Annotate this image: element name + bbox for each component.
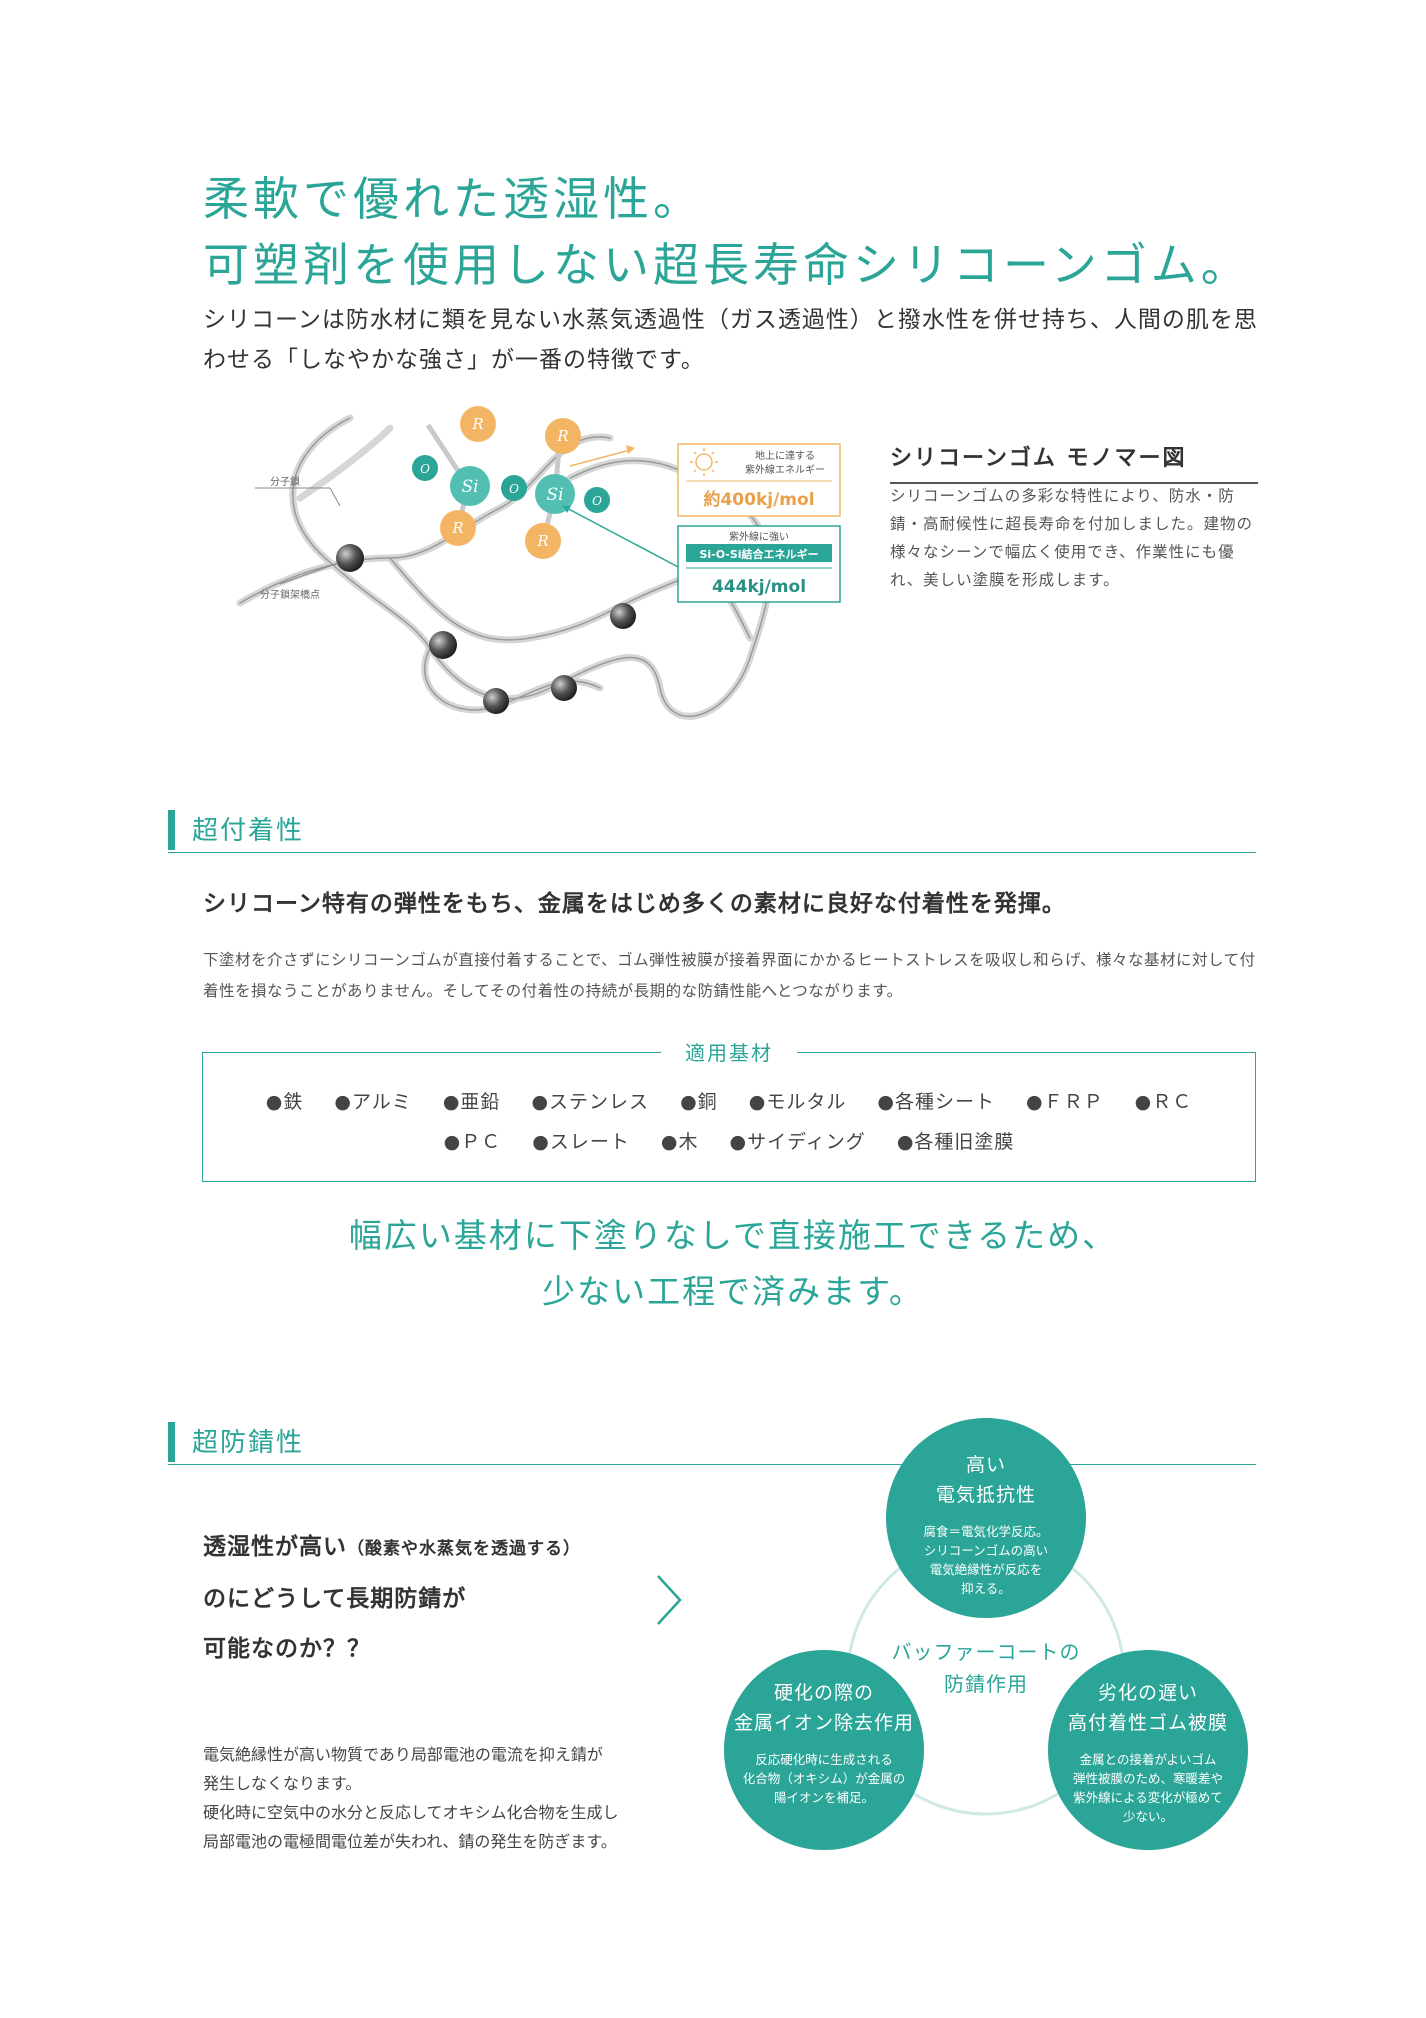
adhesion-body: 下塗材を介さずにシリコーンゴムが直接付着することで、ゴム弾性被膜が接着界面にかか… xyxy=(203,951,1256,1000)
heading-bar xyxy=(168,1422,175,1462)
chevron-right-icon xyxy=(657,1575,682,1625)
material-item: ●サイディング xyxy=(729,1131,866,1153)
metal-ion-removal-circle: 硬化の際の 金属イオン除去作用 反応硬化時に生成される 化合物（オキシム）が金属… xyxy=(724,1650,924,1850)
svg-text:R: R xyxy=(451,519,463,537)
headline-line-2: 可塑剤を使用しない超長寿命シリコーンゴム。 xyxy=(203,238,1251,292)
sun-icon xyxy=(690,448,718,476)
material-item: ●ＰＣ xyxy=(443,1131,502,1153)
bond-energy-value: 444kj/mol xyxy=(712,577,806,597)
svg-text:R: R xyxy=(536,532,548,550)
explanation-line: 硬化時に空気中の水分と反応してオキシム化合物を生成し xyxy=(203,1803,619,1822)
material-item: ●各種シート xyxy=(877,1091,995,1113)
rubber-film-circle: 劣化の遅い 高付着性ゴム被膜 金属との接着がよいゴム 弾性被膜のため、寒暖差や … xyxy=(1048,1650,1248,1850)
crosslink-label: 分子鎖架橋点 xyxy=(260,588,320,601)
material-item: ●ＦＲＰ xyxy=(1026,1091,1104,1113)
svg-text:Si: Si xyxy=(546,485,563,505)
svg-text:地上に達する: 地上に達する xyxy=(755,449,815,462)
svg-text:O: O xyxy=(592,494,602,508)
svg-text:O: O xyxy=(420,462,430,476)
svg-text:紫外線に強い: 紫外線に強い xyxy=(729,530,789,543)
question-line-1: 透湿性が高い xyxy=(203,1534,347,1560)
materials-title: 適用基材 xyxy=(661,1037,797,1066)
svg-text:R: R xyxy=(471,415,483,433)
question-line-2: のにどうして長期防錆が xyxy=(203,1586,467,1612)
section-heading-rust: 超防錆性 xyxy=(168,1418,1256,1465)
svg-text:紫外線エネルギー: 紫外線エネルギー xyxy=(745,463,825,476)
section-title: 超付着性 xyxy=(192,816,305,846)
emphasis-line-1: 幅広い基材に下塗りなしで直接施工できるため、 xyxy=(348,1216,1118,1255)
material-item: ●ＲＣ xyxy=(1134,1091,1193,1113)
question-line-3: 可能なのか？？ xyxy=(203,1636,371,1662)
svg-text:R: R xyxy=(556,427,568,445)
material-item: ●モルタル xyxy=(748,1091,847,1113)
headline-line-1: 柔軟で優れた透湿性。 xyxy=(203,172,703,226)
bond-energy-box xyxy=(677,525,841,603)
explanation-line: 電気絶縁性が高い物質であり局部電池の電流を抑え錆が xyxy=(203,1745,603,1764)
chain-label: 分子鎖 xyxy=(270,475,300,488)
high-resistance-circle: 高い 電気抵抗性 腐食＝電気化学反応。 シリコーンゴムの高い 電気絶縁性が反応を… xyxy=(886,1418,1086,1618)
adhesion-emphasis: 幅広い基材に下塗りなしで直接施工できるため、 少ない工程で済みます。 xyxy=(203,1208,1263,1320)
emphasis-line-2: 少ない工程で済みます。 xyxy=(542,1272,924,1311)
svg-text:O: O xyxy=(509,482,519,496)
materials-row-2: ●ＰＣ ●スレート ●木 ●サイディング ●各種旧塗膜 xyxy=(203,1127,1255,1154)
explanation-line: 局部電池の電極間電位差が失われ、錆の発生を防ぎます。 xyxy=(203,1832,617,1851)
material-item: ●木 xyxy=(660,1131,699,1153)
material-item: ●スレート xyxy=(532,1131,630,1153)
svg-text:Si-O-Si結合エネルギー: Si-O-Si結合エネルギー xyxy=(699,547,818,561)
page-headline: 柔軟で優れた透湿性。 可塑剤を使用しない超長寿命シリコーンゴム。 xyxy=(203,166,1251,298)
crosslink-points xyxy=(336,544,636,714)
material-item: ●鉄 xyxy=(265,1091,304,1113)
uv-energy-box xyxy=(677,443,841,517)
question-sub: （酸素や水蒸気を透過する） xyxy=(347,1539,581,1559)
materials-row-1: ●鉄 ●アルミ ●亜鉛 ●ステンレス ●銅 ●モルタル ●各種シート ●ＦＲＰ … xyxy=(203,1087,1255,1114)
explanation-line: 発生しなくなります。 xyxy=(203,1774,362,1793)
section-title: 超防錆性 xyxy=(192,1428,305,1458)
silicone-monomer-diagram: 分子鎖 分子鎖架橋点 R R R R O Si O Si O 地上に達する 紫外… xyxy=(236,406,841,720)
uv-energy-value: 約400kj/mol xyxy=(703,489,814,510)
si-o-backbone: O Si O Si O xyxy=(412,455,610,514)
center-label: バッファーコートの 防錆作用 xyxy=(891,1640,1081,1696)
r-atoms: R R R R xyxy=(440,406,581,559)
rust-explanation: 電気絶縁性が高い物質であり局部電池の電流を抑え錆が 発生しなくなります。 硬化時… xyxy=(203,1740,683,1856)
buffer-coat-diagram: バッファーコートの 防錆作用 高い 電気抵抗性 腐食＝電気化学反応。 シリコーン… xyxy=(700,1418,1260,1878)
material-item: ●アルミ xyxy=(334,1091,412,1113)
material-item: ●銅 xyxy=(680,1091,718,1113)
material-item: ●亜鉛 xyxy=(442,1091,501,1113)
intro-paragraph: シリコーンは防水材に類を見ない水蒸気透過性（ガス透過性）と撥水性を併せ持ち、人間… xyxy=(203,307,1258,373)
heading-bar xyxy=(168,810,175,850)
rust-question: 透湿性が高い（酸素や水蒸気を透過する） のにどうして長期防錆が 可能なのか？？ xyxy=(203,1522,581,1674)
applicable-materials-box: 適用基材 ●鉄 ●アルミ ●亜鉛 ●ステンレス ●銅 ●モルタル ●各種シート … xyxy=(202,1037,1256,1182)
adhesion-lead: シリコーン特有の弾性をもち、金属をはじめ多くの素材に良好な付着性を発揮。 xyxy=(203,891,1066,917)
monomer-title: シリコーンゴム モノマー図 xyxy=(890,440,1258,484)
section-heading-adhesion: 超付着性 xyxy=(168,806,1256,853)
svg-text:Si: Si xyxy=(461,477,478,497)
material-item: ●各種旧塗膜 xyxy=(896,1131,1015,1153)
material-item: ●ステンレス xyxy=(531,1091,650,1113)
monomer-description: シリコーンゴムの多彩な特性により、防水・防錆・高耐候性に超長寿命を付加しました。… xyxy=(890,487,1254,589)
